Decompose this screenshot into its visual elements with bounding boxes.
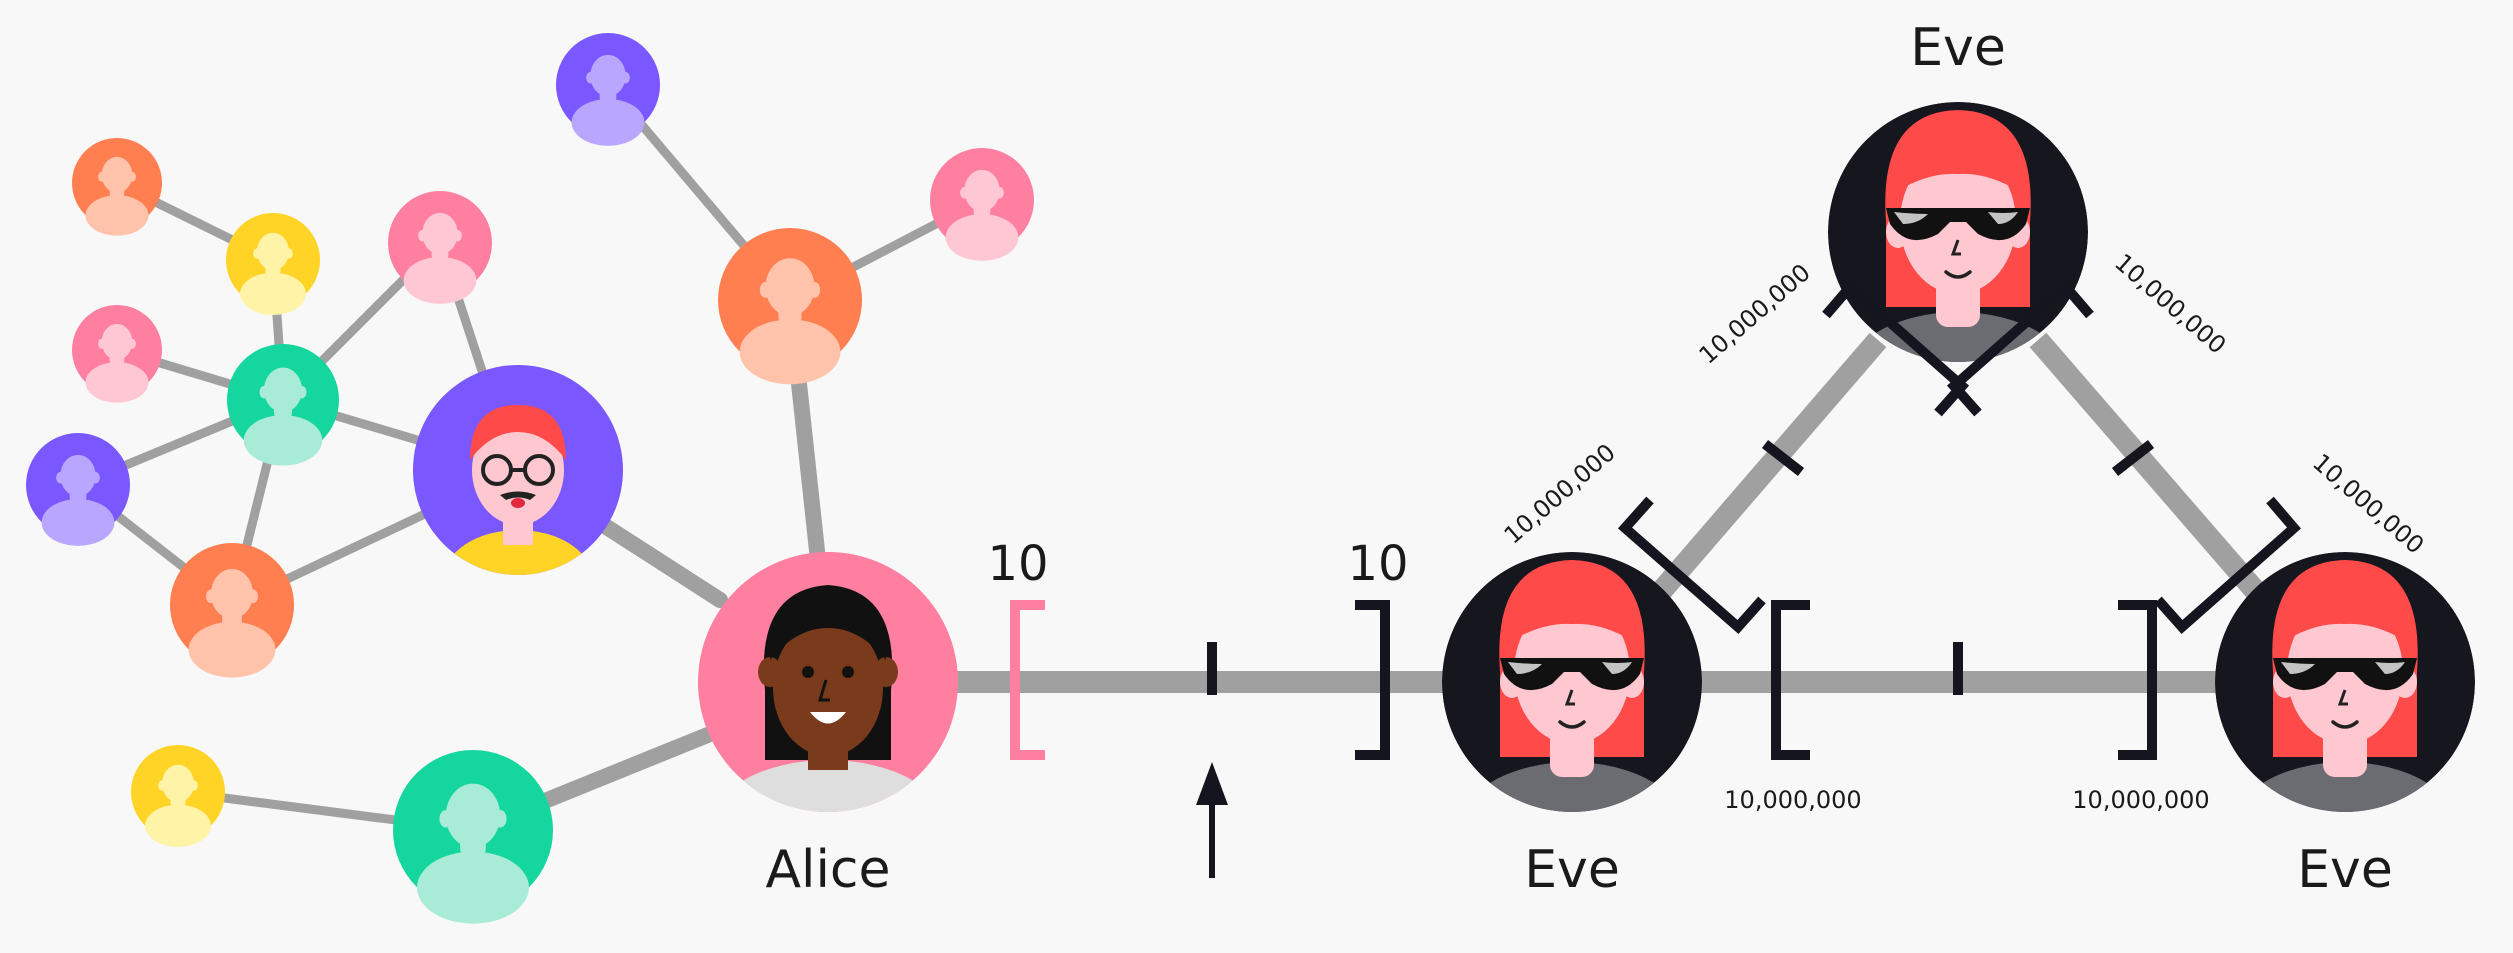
eve-name-label-left: Eve xyxy=(1524,840,1620,900)
amount-label-left-lower: 10,000,000 xyxy=(1499,438,1621,549)
network-node xyxy=(26,433,130,546)
bracket-right xyxy=(2118,600,2157,760)
network-node xyxy=(72,305,162,403)
network-node xyxy=(131,745,225,847)
network-node xyxy=(72,138,162,236)
channel-eve-eve-right xyxy=(2029,332,2274,610)
bracket-right-dark xyxy=(1355,600,1390,760)
amount-label-right-lower: 10,000,000 xyxy=(2307,448,2429,559)
bracket-lower xyxy=(1617,496,1766,635)
channel-eve-eve-left xyxy=(1643,332,1887,610)
eve-right-channel-brackets xyxy=(1946,279,2302,635)
amount-label-right-upper: 10,000,000 xyxy=(2109,248,2231,359)
amount-label-left-upper: 10,000,000 xyxy=(1694,258,1816,369)
network-node xyxy=(170,543,294,678)
network-node-person xyxy=(413,365,623,575)
bracket-left xyxy=(1771,600,1810,760)
bracket-upper xyxy=(1822,279,1970,417)
channel-midpoint-tick xyxy=(1761,440,1805,476)
network-node xyxy=(388,191,492,304)
eve-left-channel-brackets xyxy=(1617,279,1970,635)
bracket-lower xyxy=(2154,496,2302,635)
alice-name-label: Alice xyxy=(765,840,890,900)
network-node xyxy=(227,344,339,466)
alice-channel-brackets xyxy=(1010,600,1390,760)
eve-name-label-top: Eve xyxy=(1910,18,2006,78)
amount-label-bottom-left: 10,000,000 xyxy=(1724,786,1861,814)
amount-label-bottom-right: 10,000,000 xyxy=(2072,786,2209,814)
network-node xyxy=(556,33,660,146)
channel-midpoint-tick xyxy=(2111,440,2155,476)
eve-bottom-channel-brackets xyxy=(1771,600,2157,760)
arrow-up-icon xyxy=(1196,762,1228,878)
network-node xyxy=(718,228,862,385)
network-node xyxy=(930,148,1034,261)
alice-avatar xyxy=(698,552,958,812)
bracket-upper xyxy=(1946,279,2094,417)
alice-side-capacity: 10 xyxy=(987,536,1048,592)
network-node xyxy=(393,750,553,924)
network-node xyxy=(226,213,320,315)
eve-avatar-top xyxy=(1828,102,2088,362)
bracket-left-pink xyxy=(1010,600,1045,760)
eve-name-label-right: Eve xyxy=(2297,840,2393,900)
eve-side-capacity: 10 xyxy=(1347,536,1408,592)
